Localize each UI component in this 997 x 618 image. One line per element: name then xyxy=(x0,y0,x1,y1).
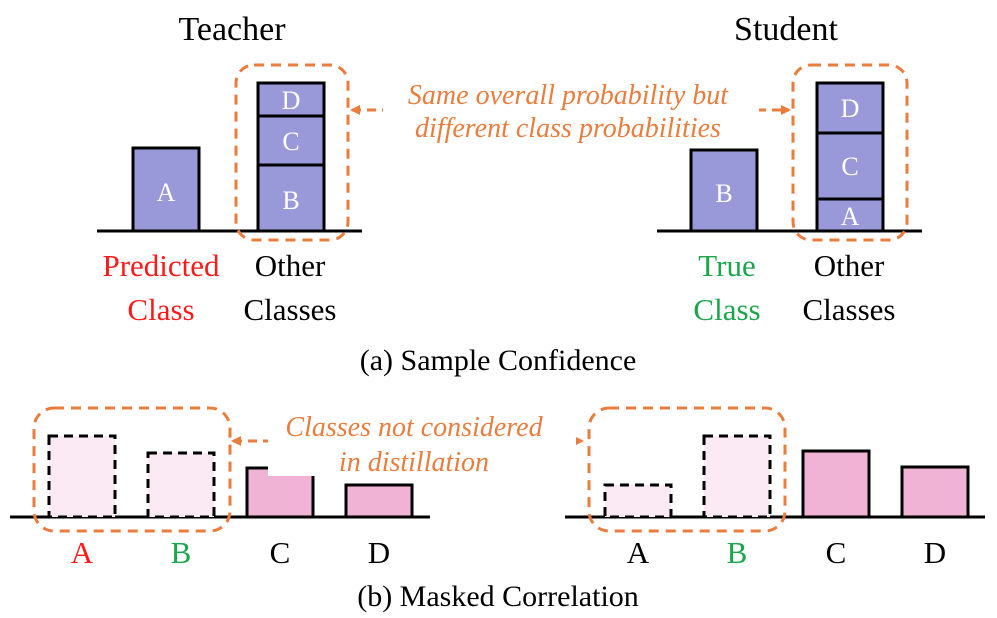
teacher-segment-b-label: B xyxy=(282,186,299,215)
annotation-b-line1: Classes not considered xyxy=(285,412,543,443)
caption-b: (b) Masked Correlation xyxy=(357,580,639,613)
teacher-other-highlight xyxy=(234,63,350,242)
left-bar-d xyxy=(344,483,414,519)
left-bar-a-masked xyxy=(47,434,117,519)
student-segment-c-label: C xyxy=(841,152,858,181)
student-other-stack: D C A xyxy=(815,81,885,233)
teacher-predicted-label-line1: Predicted xyxy=(102,248,220,283)
caption-a: (a) Sample Confidence xyxy=(360,344,637,377)
teacher-predicted-label-line2: Class xyxy=(127,292,194,327)
right-label-a: A xyxy=(627,535,650,570)
left-masked-highlight xyxy=(32,406,232,533)
teacher-other-stack: D C B xyxy=(256,81,326,233)
teacher-bar-a-label: A xyxy=(157,178,176,207)
annotation-a-backdrop xyxy=(383,80,759,142)
student-true-label-line1: True xyxy=(698,248,755,283)
teacher-segment-c-label: C xyxy=(282,127,299,156)
right-bar-b-masked xyxy=(702,434,772,519)
student-other-label-line1: Other xyxy=(814,248,885,283)
annotation-a-line2: different class probabilities xyxy=(415,113,721,144)
left-label-a: A xyxy=(71,535,94,570)
right-label-c: C xyxy=(826,535,847,570)
teacher-segment-d xyxy=(256,81,326,118)
left-bar-b-masked xyxy=(146,451,216,519)
teacher-other-label-line1: Other xyxy=(255,248,326,283)
right-bar-c xyxy=(801,449,871,519)
teacher-title: Teacher xyxy=(178,11,286,48)
teacher-bar-a xyxy=(131,146,201,233)
student-segment-a xyxy=(815,197,885,233)
teacher-segment-b xyxy=(256,163,326,233)
teacher-other-label-line2: Classes xyxy=(244,292,337,327)
student-true-label-line2: Class xyxy=(693,292,760,327)
annotation-b-line2: in distillation xyxy=(339,447,489,478)
left-label-d: D xyxy=(368,535,390,570)
left-label-b: B xyxy=(171,535,192,570)
student-other-highlight xyxy=(791,63,909,242)
student-segment-d xyxy=(815,81,885,135)
right-bar-a-masked xyxy=(603,483,673,519)
annotation-b-backdrop xyxy=(268,410,576,476)
student-segment-a-label: A xyxy=(841,202,860,231)
student-segment-d-label: D xyxy=(841,94,860,123)
left-label-c: C xyxy=(270,535,291,570)
student-bar-b xyxy=(689,148,759,233)
student-title: Student xyxy=(734,11,838,48)
right-bar-d xyxy=(900,465,970,519)
teacher-segment-d-label: D xyxy=(282,86,301,115)
right-label-b: B xyxy=(727,535,748,570)
right-label-d: D xyxy=(924,535,946,570)
left-bar-c xyxy=(245,466,315,519)
student-other-label-line2: Classes xyxy=(803,292,896,327)
student-bar-b-label: B xyxy=(715,179,732,208)
right-masked-highlight xyxy=(587,406,787,533)
annotation-a-line1: Same overall probability but xyxy=(408,80,729,111)
